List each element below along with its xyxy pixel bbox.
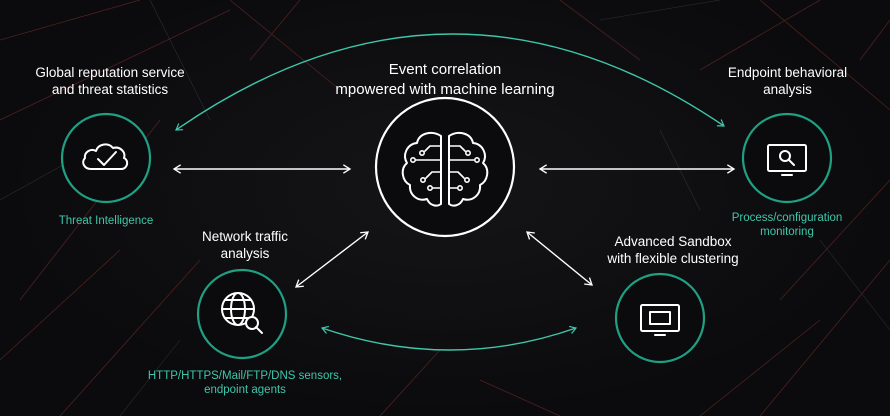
globe-search-icon xyxy=(221,292,263,334)
arc-threat-to-endpoint xyxy=(175,33,725,131)
network-title-line1: Network traffic xyxy=(201,229,289,244)
network-caption-line2: endpoint agents xyxy=(204,384,286,396)
sandbox-title-line2: with flexible clustering xyxy=(607,251,739,266)
monitor-icon xyxy=(640,304,680,336)
network-title-line2: analysis xyxy=(220,246,270,261)
threat-intel-title-line2: and threat statistics xyxy=(51,82,169,97)
endpoint-title: Endpoint behavioral analysis xyxy=(700,64,875,98)
network-title: Network traffic analysis xyxy=(180,228,310,262)
network-node xyxy=(196,268,288,360)
network-caption-line1: HTTP/HTTPS/Mail/FTP/DNS sensors, xyxy=(147,370,343,382)
monitor-search-icon xyxy=(767,144,807,176)
threat-intel-caption: Threat Intelligence xyxy=(58,215,154,227)
sandbox-node xyxy=(614,272,706,364)
endpoint-node xyxy=(741,112,833,204)
network-caption: HTTP/HTTPS/Mail/FTP/DNS sensors, endpoin… xyxy=(130,369,360,397)
brain-circuit-icon xyxy=(401,131,489,207)
endpoint-title-line2: analysis xyxy=(763,82,812,97)
cloud-check-icon xyxy=(82,143,129,170)
center-title-line1: Event correlation xyxy=(388,61,502,78)
center-title: Event correlation mpowered with machine … xyxy=(300,60,590,100)
center-node xyxy=(374,96,516,238)
threat-intel-title-line1: Global reputation service xyxy=(35,65,185,80)
endpoint-caption: Process/configuration monitoring xyxy=(712,211,862,239)
sandbox-title: Advanced Sandbox with flexible clusterin… xyxy=(588,233,758,267)
sandbox-title-line1: Advanced Sandbox xyxy=(614,234,732,249)
arrow-center-to-sandbox xyxy=(526,231,593,286)
endpoint-title-line1: Endpoint behavioral xyxy=(727,65,848,80)
arrow-network-to-center xyxy=(295,231,369,288)
endpoint-caption-line1: Process/configuration xyxy=(731,212,843,224)
threat-intel-title: Global reputation service and threat sta… xyxy=(10,64,210,98)
threat-intel-node xyxy=(60,112,152,204)
endpoint-caption-line2: monitoring xyxy=(760,226,814,238)
center-title-line2: mpowered with machine learning xyxy=(335,81,555,98)
arc-network-to-sandbox xyxy=(320,325,578,351)
